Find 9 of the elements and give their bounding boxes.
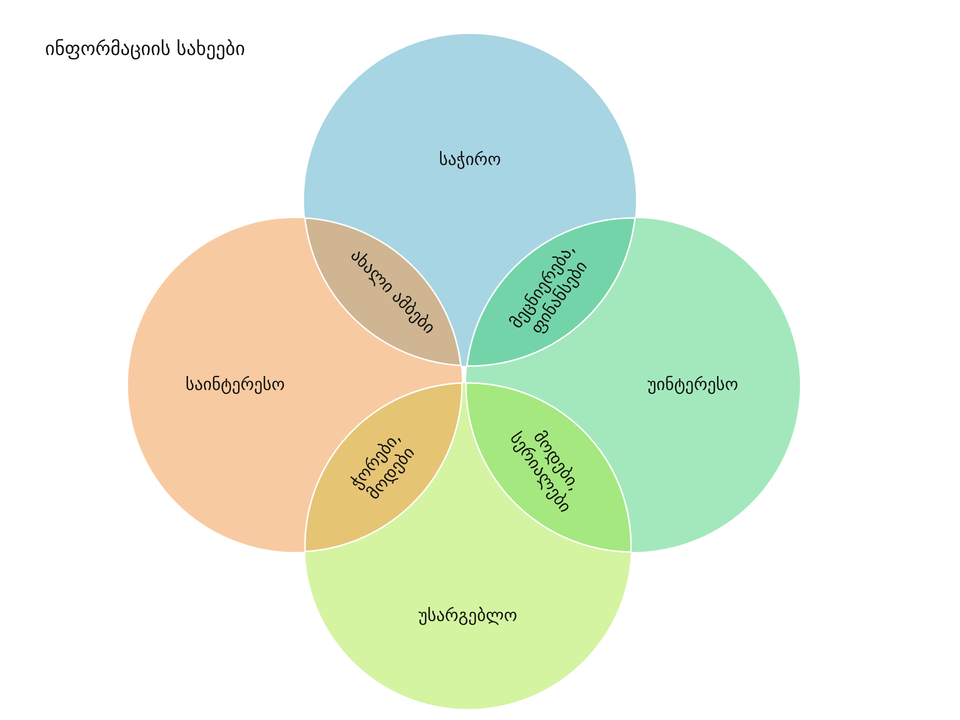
overlap-region [466, 383, 631, 552]
diagram-title: ინფორმაციის სახეები [45, 38, 246, 60]
region-label: უინტერესო [648, 375, 738, 395]
region-label: უსარგებლო [418, 606, 518, 626]
overlap-region [305, 383, 462, 552]
overlap-region [305, 218, 461, 366]
region-label: საინტერესო [186, 375, 285, 395]
region-label: საჭირო [439, 150, 502, 170]
overlap-region [467, 218, 635, 366]
